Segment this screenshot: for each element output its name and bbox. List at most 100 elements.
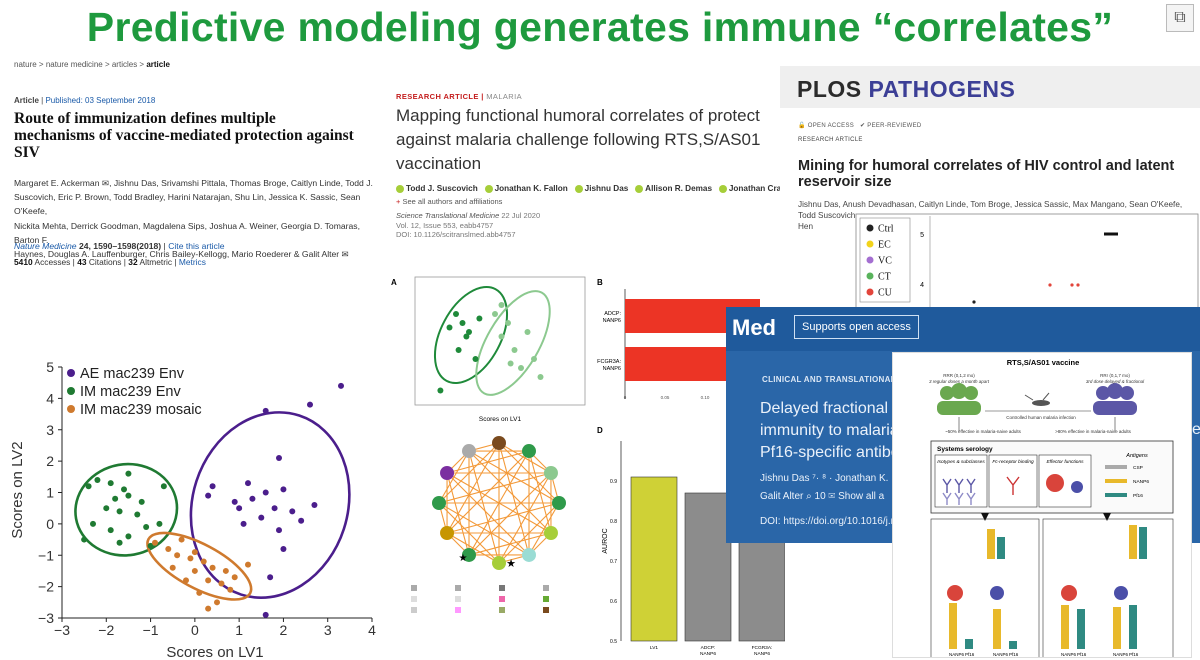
- article-title[interactable]: Route of immunization defines multiple m…: [14, 110, 354, 161]
- y-tick-5: 5: [920, 232, 924, 239]
- data-point: [169, 564, 176, 571]
- breadcrumb-nature[interactable]: nature: [14, 60, 37, 69]
- x-tick-label: −3: [54, 622, 70, 638]
- cite-link[interactable]: Cite this article: [168, 241, 225, 251]
- bar-category-label: LV1: [650, 645, 659, 651]
- article-title[interactable]: Mapping functional humoral correlates of…: [396, 104, 785, 176]
- journal-logo[interactable]: Med: [732, 315, 776, 340]
- data-point: [338, 382, 344, 389]
- data-point: [262, 489, 269, 496]
- x-tick-label: 3: [324, 622, 332, 638]
- journal-name[interactable]: Nature Medicine: [14, 241, 77, 251]
- title-line[interactable]: Delayed fractional d: [760, 400, 902, 417]
- metrics-link[interactable]: Metrics: [178, 257, 206, 267]
- data-point: [107, 527, 114, 534]
- network-node: [543, 466, 558, 480]
- bar: [630, 476, 678, 642]
- orcid-icon: [718, 184, 727, 193]
- effector-cell-icon: [947, 585, 963, 601]
- citations-count: 43: [77, 257, 87, 267]
- legend-marker: [866, 224, 874, 232]
- data-point: [280, 545, 287, 552]
- network-edge: [446, 472, 530, 556]
- x-tick-label: 1: [235, 622, 243, 638]
- author-line[interactable]: Suscovich, Eric P. Brown, Todd Bradley, …: [14, 192, 361, 217]
- article-title[interactable]: Mining for humoral correlates of HIV con…: [798, 158, 1175, 190]
- author-line[interactable]: Jishnu Das ⁷· ⁸ · Jonathan K. F: [760, 473, 898, 484]
- article-type: RESEARCH ARTICLE: [798, 137, 863, 143]
- title-line[interactable]: immunity to malaria: [760, 422, 899, 439]
- data-point: [116, 508, 123, 515]
- doi-link[interactable]: DOI: https://doi.org/10.1016/j.me: [760, 516, 905, 527]
- bar: [965, 639, 973, 649]
- data-point: [160, 483, 167, 490]
- breadcrumb-nature-medicine[interactable]: nature medicine: [45, 60, 103, 69]
- author-line[interactable]: Haynes, Douglas A. Lauffenburger, Chris …: [14, 249, 349, 260]
- network-edge: [438, 450, 470, 504]
- data-point: [507, 360, 514, 367]
- right-group-icon: [1093, 383, 1137, 415]
- data-point: [125, 533, 132, 540]
- network-edge: [468, 472, 552, 556]
- data-point: [205, 605, 212, 612]
- author[interactable]: Allison R. Demas: [645, 184, 713, 193]
- data-point: [466, 329, 472, 335]
- panel-label-b: B: [597, 278, 603, 287]
- ellipse-ae-env: [189, 411, 351, 600]
- orcid-icon: [635, 184, 644, 193]
- author-line[interactable]: Nickita Mehta, Derrick Goodman, Magdalen…: [14, 220, 360, 245]
- data-point: [152, 539, 158, 546]
- article-type: Article: [14, 96, 39, 105]
- y-tick-label: 5: [46, 359, 54, 375]
- network-node: [552, 496, 566, 510]
- y-tick-label: 2: [46, 453, 54, 469]
- bar: [1129, 525, 1137, 559]
- title-line[interactable]: Pf16-specific antibo: [760, 444, 900, 461]
- antigens-title: Antigens: [1125, 453, 1148, 459]
- y-tick-label: 0.7: [610, 559, 617, 565]
- y-axis-label: Scores on LV2: [9, 441, 26, 538]
- open-access-button[interactable]: Supports open access: [794, 315, 919, 339]
- screen-share-icon[interactable]: ⧉: [1166, 4, 1194, 32]
- data-point: [209, 564, 216, 571]
- data-point: [147, 542, 154, 549]
- data-point: [245, 561, 251, 568]
- author-line[interactable]: Galit Alter ⌕ 10 ✉ Show all a: [760, 491, 885, 502]
- data-point: [518, 365, 524, 371]
- see-all-authors[interactable]: + See all authors and affiliations: [396, 197, 503, 206]
- x-tick-label: −1: [143, 622, 159, 638]
- doi[interactable]: DOI: 10.1126/scitranslmed.abb4757: [396, 230, 516, 239]
- legend-label: VC: [878, 256, 892, 267]
- breadcrumb-articles[interactable]: articles: [111, 60, 138, 69]
- y-axis-label: AUROC: [602, 528, 609, 553]
- data-mark-ctrl-low: [972, 300, 976, 304]
- plot-frame: [855, 213, 1199, 324]
- author[interactable]: Jonathan K. Fallon: [494, 184, 568, 193]
- y-tick-label: 0.6: [610, 599, 617, 605]
- data-point: [121, 486, 127, 493]
- data-point: [236, 505, 243, 512]
- fcr-box: [988, 454, 1038, 508]
- journal-logo[interactable]: PLOS PATHOGENS: [797, 76, 1016, 102]
- author[interactable]: Todd J. Suscovich: [406, 184, 478, 193]
- journal-name[interactable]: Science Translational Medicine: [396, 211, 500, 220]
- author-line[interactable]: Margaret E. Ackerman ✉, Jishnu Das, Sriv…: [14, 178, 373, 188]
- data-point: [218, 580, 225, 587]
- ga-title: RTS,S/AS01 vaccine: [1007, 358, 1080, 367]
- data-point: [187, 555, 194, 562]
- ellipse-im-env: [74, 462, 179, 557]
- data-point: [156, 520, 163, 527]
- bar-label: Pf16: [965, 652, 975, 657]
- data-point: [276, 527, 282, 534]
- data-point: [209, 483, 216, 490]
- data-point: [183, 577, 189, 584]
- author[interactable]: Jonathan Crain: [728, 184, 785, 193]
- legend-swatch: [455, 585, 461, 591]
- y-tick-label: 0.9: [610, 479, 617, 485]
- effector-cell-icon: [1114, 586, 1128, 600]
- author[interactable]: Jishnu Das: [584, 184, 629, 193]
- data-point: [231, 498, 238, 505]
- y-tick-label: −1: [38, 547, 54, 563]
